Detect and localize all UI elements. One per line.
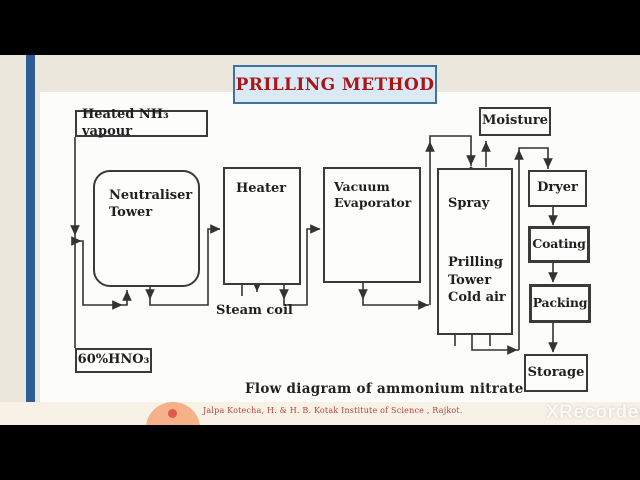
dryer-label: Dryer [537, 180, 578, 196]
packing-label: Packing [532, 295, 588, 311]
dryer-box: Dryer [528, 170, 587, 207]
prilling-tower-box: Spray Prilling Tower Cold air [437, 168, 513, 335]
footer-strip: Jalpa Kotecha, H. & H. B. Kotak Institut… [0, 402, 640, 425]
heated-nh3-label: Heated NH₃ vapour [82, 106, 169, 139]
neutraliser-tower-box: Neutraliser Tower [93, 170, 200, 287]
heated-nh3-box: Heated NH₃ vapour [75, 107, 208, 139]
vacuum-evaporator-box: Vacuum Evaporator [323, 167, 421, 283]
xrecorder-watermark: XRecorder [546, 402, 640, 423]
storage-label: Storage [527, 364, 585, 380]
hno3-box: 60%HNO₃ [75, 348, 152, 373]
moisture-box: Moisture [479, 107, 551, 136]
hno3-label: 60%HNO₃ [77, 352, 150, 368]
packing-box: Packing [529, 284, 591, 323]
slide-title: PRILLING METHOD [235, 74, 435, 95]
moisture-label: Moisture [482, 113, 548, 129]
diagram-caption: Flow diagram of ammonium nitrate [245, 381, 524, 397]
coating-box: Coating [528, 226, 590, 263]
slide-accent-bar [26, 55, 35, 425]
footer-credit: Jalpa Kotecha, H. & H. B. Kotak Institut… [203, 406, 463, 415]
neutraliser-label: Neutraliser Tower [109, 188, 193, 220]
slide-title-box: PRILLING METHOD [233, 65, 437, 104]
logo-dot-icon [168, 409, 177, 418]
coating-label: Coating [532, 236, 586, 252]
vacuum-evaporator-label: Vacuum Evaporator [334, 179, 412, 211]
storage-box: Storage [524, 354, 588, 392]
steam-coil-label: Steam coil [216, 303, 293, 318]
institute-logo [146, 402, 200, 425]
heater-box: Heater [223, 167, 301, 285]
prilling-tower-label: Prilling Tower Cold air [448, 255, 506, 305]
spray-label: Spray [448, 196, 490, 211]
heater-label: Heater [236, 181, 287, 196]
